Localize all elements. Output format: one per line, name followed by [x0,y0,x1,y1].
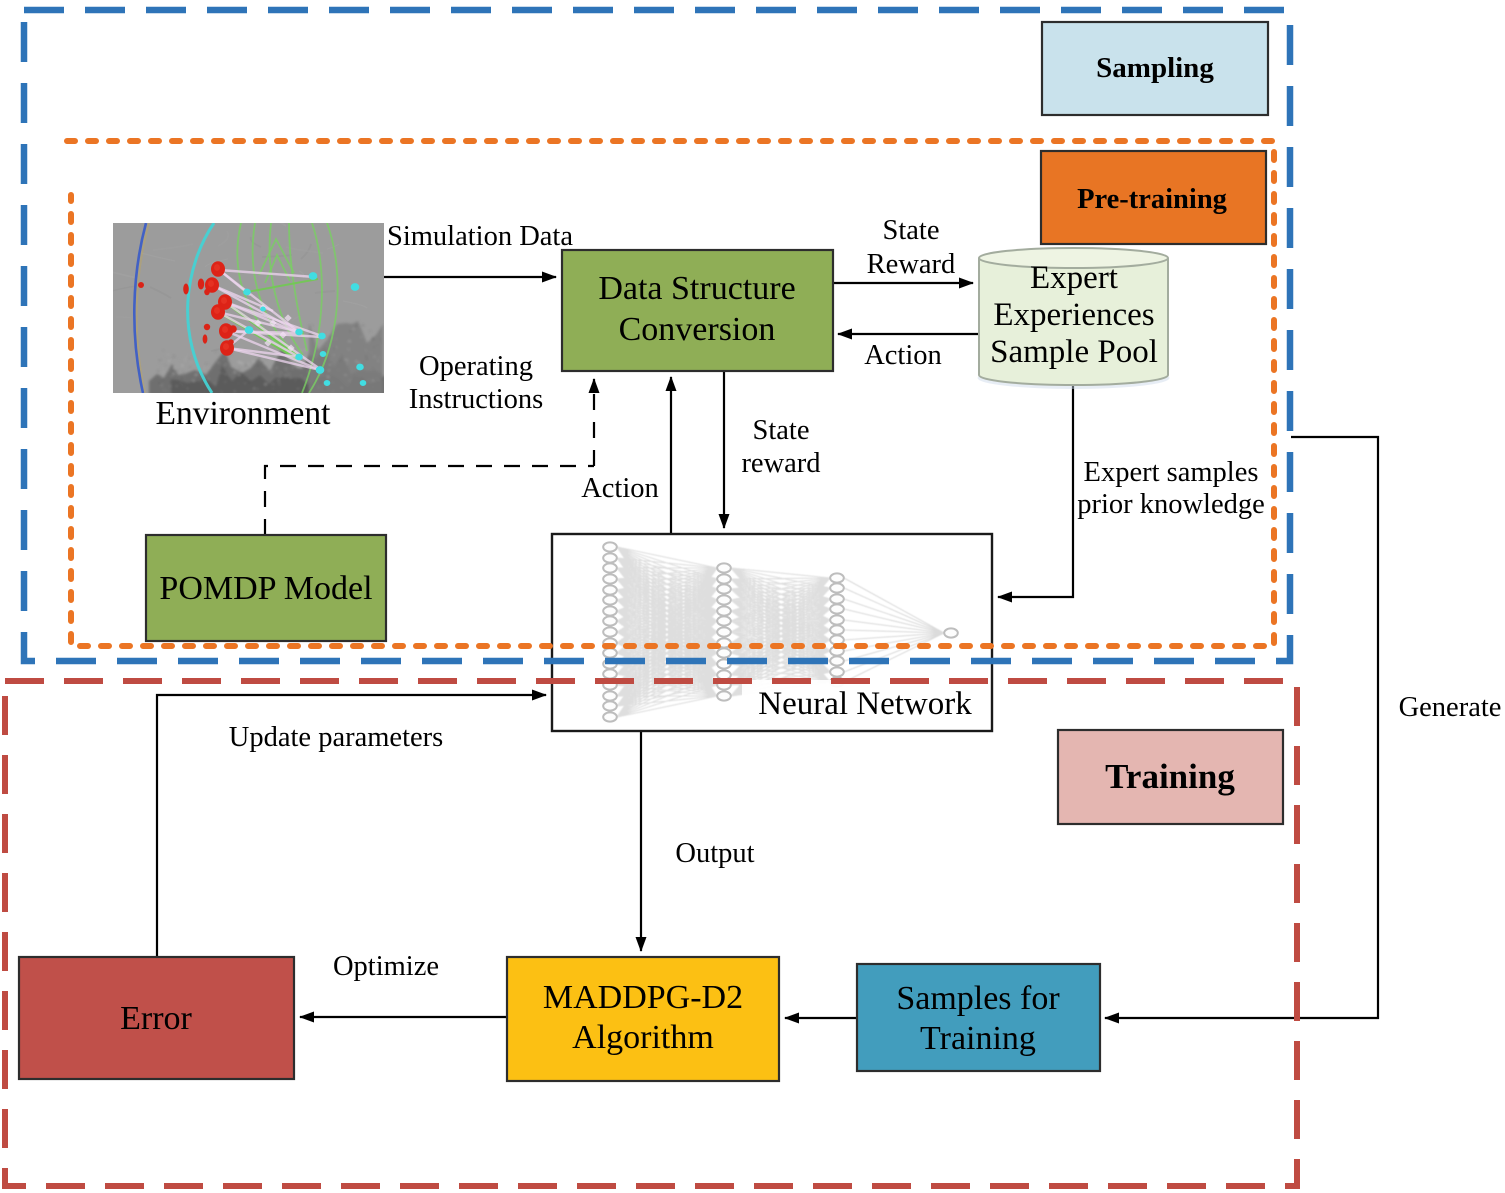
svg-text:Conversion: Conversion [619,311,776,348]
svg-text:Operating: Operating [419,351,533,382]
svg-text:MADDPG-D2: MADDPG-D2 [543,979,743,1016]
svg-text:reward: reward [741,448,820,479]
svg-text:Expert: Expert [1030,260,1118,296]
svg-text:prior knowledge: prior knowledge [1077,489,1265,520]
svg-text:Samples for: Samples for [896,980,1060,1017]
svg-text:Generate: Generate [1399,692,1502,723]
svg-text:Action: Action [581,473,659,504]
svg-text:State: State [753,415,810,446]
svg-text:State: State [883,215,940,246]
svg-text:Update parameters: Update parameters [229,722,443,753]
svg-text:Data Structure: Data Structure [598,270,795,307]
svg-text:Optimize: Optimize [333,951,439,982]
svg-text:Sample Pool: Sample Pool [990,334,1158,370]
svg-text:Simulation Data: Simulation Data [387,221,573,252]
svg-text:Output: Output [675,838,754,869]
svg-text:Sampling: Sampling [1096,52,1214,84]
svg-text:Training: Training [920,1020,1036,1057]
svg-text:Expert samples: Expert samples [1084,457,1259,488]
svg-text:Instructions: Instructions [409,384,544,415]
svg-text:Neural Network: Neural Network [758,686,972,722]
svg-text:POMDP Model: POMDP Model [159,570,372,607]
svg-text:Pre-training: Pre-training [1077,184,1227,215]
svg-text:Environment: Environment [156,395,332,432]
svg-text:Training: Training [1105,757,1235,796]
svg-text:Action: Action [864,340,942,371]
svg-text:Reward: Reward [867,249,956,280]
svg-text:Error: Error [120,1000,192,1037]
svg-text:Experiences: Experiences [993,297,1154,333]
svg-text:Algorithm: Algorithm [572,1019,714,1056]
